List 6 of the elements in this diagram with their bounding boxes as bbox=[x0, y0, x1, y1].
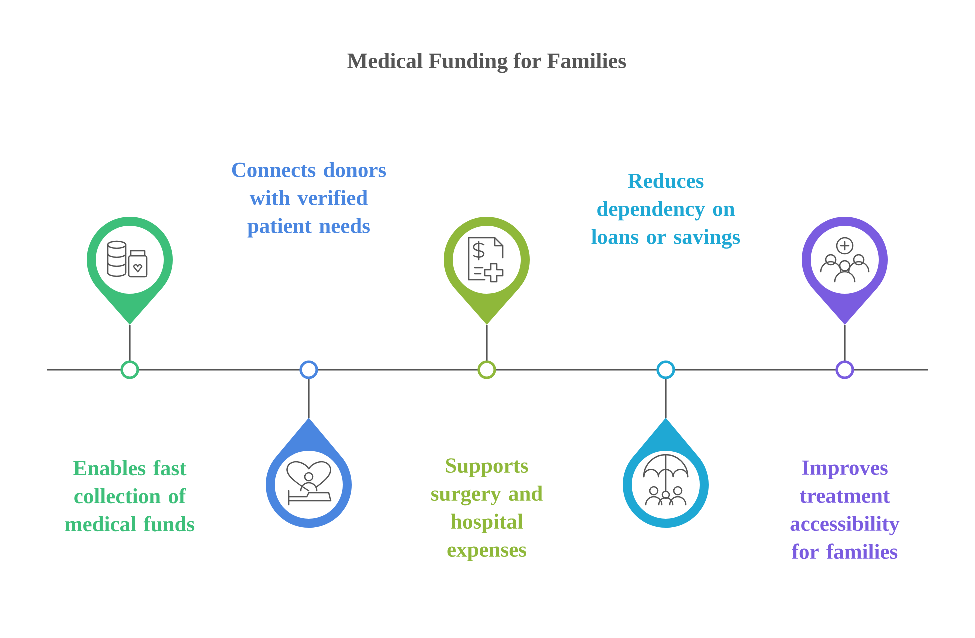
description-text: Connects donors with verified patient needs bbox=[232, 162, 386, 238]
description-text: Reduces dependency on loans or savings bbox=[592, 173, 740, 249]
description-text: Supports surgery and hospital expenses bbox=[432, 458, 543, 562]
title: Medical Funding for Families bbox=[348, 52, 626, 74]
description-text: Improves treatment accessibility for families bbox=[790, 460, 900, 560]
description-text: Enables fast collection of medical funds bbox=[65, 460, 195, 532]
